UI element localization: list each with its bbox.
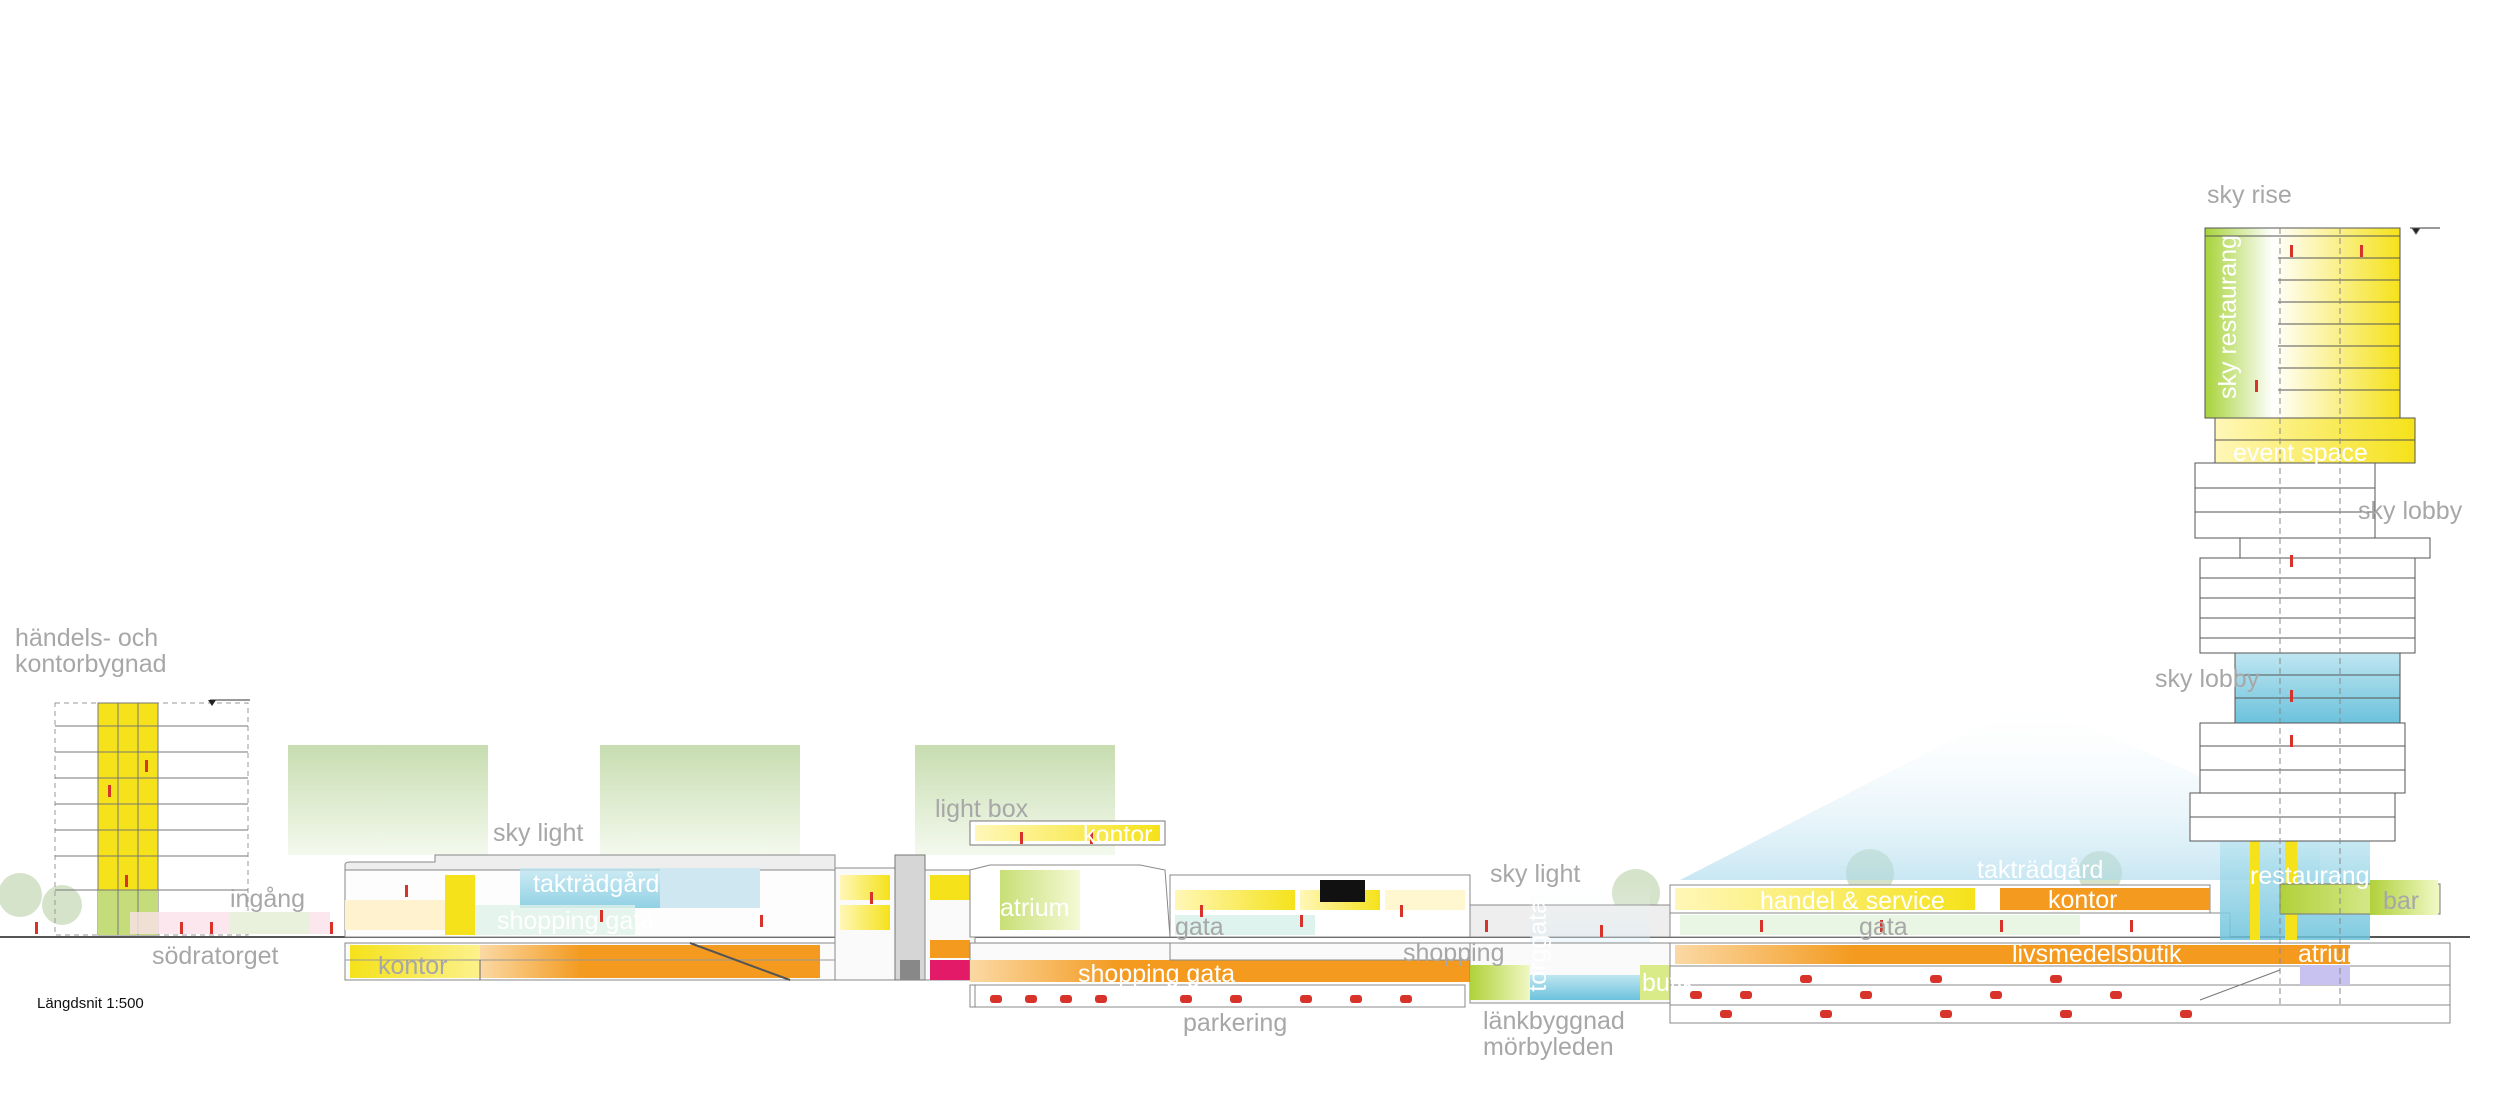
handels-tower <box>54 699 250 936</box>
label-taktradgard-1: takträdgård <box>533 870 660 898</box>
label-gata-2: gata <box>1859 913 1908 941</box>
mall-block-5 <box>1469 880 1671 1004</box>
mall-block-6 <box>1669 700 2451 1022</box>
label-sky-light-2: sky light <box>1490 860 1581 888</box>
label-bar: bar <box>2383 887 2420 915</box>
label-sodratorget: södratorget <box>152 942 279 970</box>
label-ingang: ingång <box>230 885 306 913</box>
label-atrium-2: atrium <box>2298 940 2368 968</box>
mall-block-2 <box>834 854 976 981</box>
label-torggata: torggata <box>1524 900 1552 992</box>
label-sky-light-1: sky light <box>493 819 584 847</box>
label-shopping: shopping <box>1403 939 1505 967</box>
label-shopping-gata-1: shopping gata <box>497 907 655 935</box>
label-kontor-3: kontor <box>2048 886 2118 914</box>
label-shopping-gata-2: shopping gata <box>1078 960 1236 988</box>
parking-levels <box>969 975 2451 1024</box>
tower-base <box>2220 840 2441 985</box>
label-gata-1: gata <box>1175 913 1224 941</box>
label-sky-lobby-1: sky lobby <box>2358 497 2463 525</box>
sky-rise-tower <box>2189 227 2440 1020</box>
label-sky-restaurang: sky restaurang <box>2214 235 2242 399</box>
label-scale: Längdsnit 1:500 <box>37 995 144 1012</box>
label-lankbyggnad-morbyleden: länkbyggnad mörbyleden <box>1483 1007 1625 1062</box>
label-butik: butik <box>1642 969 1695 997</box>
label-sky-rise: sky rise <box>2207 181 2292 209</box>
label-kontor-2: kontor <box>1083 821 1153 849</box>
label-atrium-1: atrium <box>1000 894 1070 922</box>
label-restaurang: restaurang <box>2250 862 2370 890</box>
label-livsmedelsbutik: livsmedelsbutik <box>2012 940 2182 968</box>
label-light-box: light box <box>935 795 1029 823</box>
label-handels-kontorbygnad: händels- och kontorbygnad <box>15 624 167 679</box>
label-sky-lobby-2: sky lobby <box>2155 665 2260 693</box>
mall-block-1 <box>344 854 836 981</box>
label-event-space: event space <box>2233 439 2368 467</box>
label-taktradgard-2: takträdgård <box>1977 856 2104 884</box>
label-handel-service: handel & service <box>1760 887 1945 915</box>
label-kontor-1: kontor <box>378 952 448 980</box>
people-figures <box>35 245 2363 937</box>
label-parkering: parkering <box>1183 1009 1288 1037</box>
